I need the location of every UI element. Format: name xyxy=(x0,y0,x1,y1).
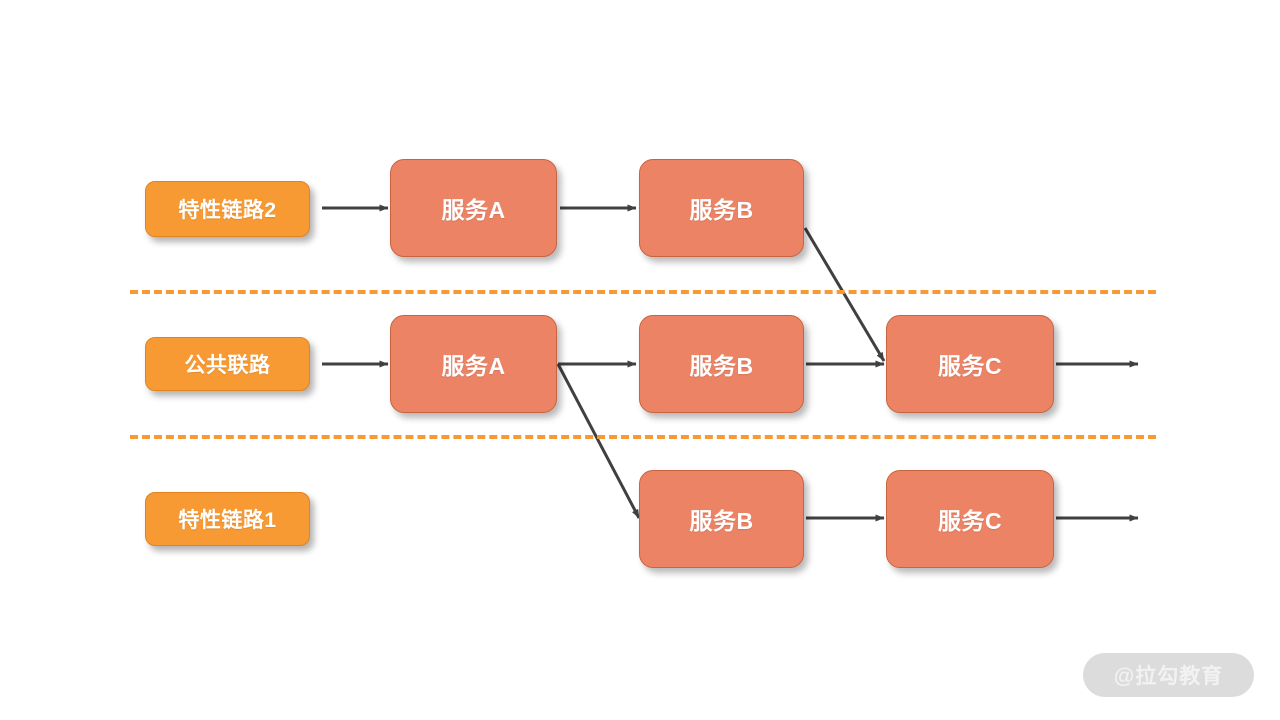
node-mid-service-b[interactable]: 服务B xyxy=(639,315,804,413)
lane-label-feature-2[interactable]: 特性链路2 xyxy=(145,181,310,237)
edge-top-serviceB-to-middle-serviceC xyxy=(803,227,886,362)
edge-mid-serviceA-to-bottom-serviceB xyxy=(556,363,641,519)
node-bottom-service-b[interactable]: 服务B xyxy=(639,470,804,568)
lane-divider-bottom xyxy=(130,435,1156,439)
node-mid-service-c[interactable]: 服务C xyxy=(886,315,1054,413)
lane-label-feature-1[interactable]: 特性链路1 xyxy=(145,492,310,546)
lane-label-common[interactable]: 公共联路 xyxy=(145,337,310,391)
watermark-badge: @拉勾教育 xyxy=(1083,653,1254,697)
node-top-service-a[interactable]: 服务A xyxy=(390,159,557,257)
node-mid-service-a[interactable]: 服务A xyxy=(390,315,557,413)
node-top-service-b[interactable]: 服务B xyxy=(639,159,804,257)
lane-divider-top xyxy=(130,290,1156,294)
node-bottom-service-c[interactable]: 服务C xyxy=(886,470,1054,568)
